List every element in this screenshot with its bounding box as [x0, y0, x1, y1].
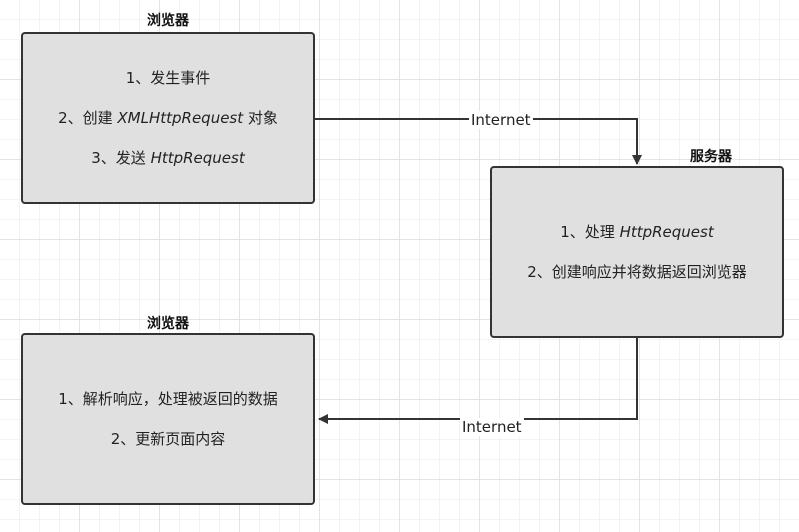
connector-label-internet-bottom: Internet: [460, 418, 524, 436]
server-box: 1、处理 HttpRequest 2、创建响应并将数据返回浏览器: [490, 166, 784, 338]
line-text: 2、创建: [58, 109, 118, 127]
browser-bottom-title: 浏览器: [147, 316, 189, 332]
line-text: 2、更新页面内容: [110, 430, 226, 448]
line-text: 1、处理: [560, 223, 620, 241]
line-suffix: 对象: [243, 109, 278, 127]
connector-label-internet-top: Internet: [469, 111, 533, 129]
browser-bottom-line-2: 2、更新页面内容: [111, 429, 226, 449]
browser-top-title: 浏览器: [147, 13, 189, 29]
connector-browser-to-server: [315, 118, 642, 165]
browser-top-line-3: 3、发送 HttpRequest: [91, 148, 244, 168]
line-em: XMLHttpRequest: [117, 109, 244, 127]
connector-server-to-browser: [318, 338, 638, 424]
server-line-2: 2、创建响应并将数据返回浏览器: [527, 262, 747, 282]
server-title: 服务器: [690, 149, 732, 165]
browser-top-box: 1、发生事件 2、创建 XMLHttpRequest 对象 3、发送 HttpR…: [21, 32, 315, 204]
line-em: HttpRequest: [150, 149, 245, 167]
line-text: 1、发生事件: [125, 69, 211, 87]
line-text: 1、解析响应，处理被返回的数据: [58, 390, 278, 408]
line-text: 2、创建响应并将数据返回浏览器: [527, 263, 747, 281]
browser-bottom-box: 1、解析响应，处理被返回的数据 2、更新页面内容: [21, 333, 315, 505]
browser-top-line-2: 2、创建 XMLHttpRequest 对象: [58, 108, 278, 128]
line-em: HttpRequest: [619, 223, 714, 241]
server-line-1: 1、处理 HttpRequest: [560, 222, 713, 242]
browser-bottom-line-1: 1、解析响应，处理被返回的数据: [58, 389, 278, 409]
line-text: 3、发送: [91, 149, 151, 167]
browser-top-line-1: 1、发生事件: [126, 68, 211, 88]
